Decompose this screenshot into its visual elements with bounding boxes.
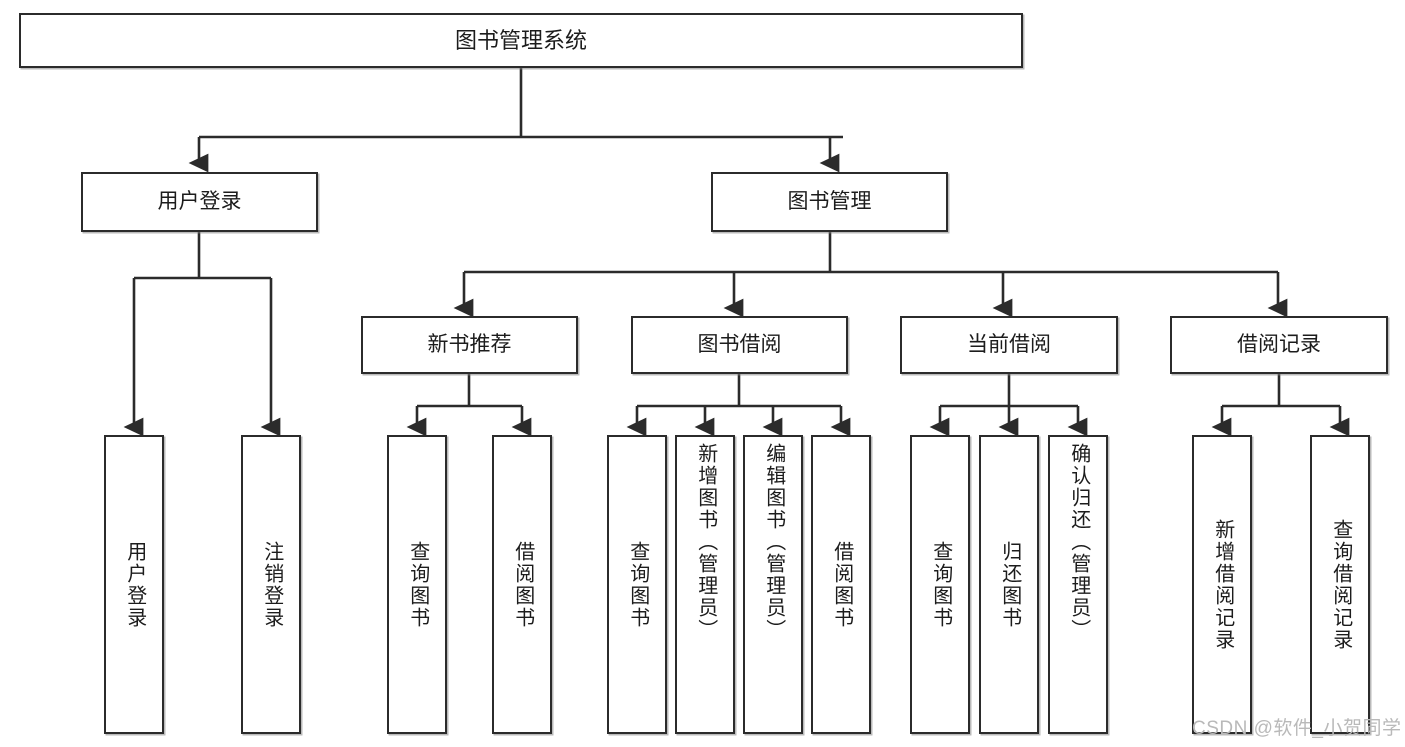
node-current-borrow-label: 当前借阅	[967, 332, 1051, 356]
node-leaf-rec-query[interactable]: 查询图书	[387, 435, 447, 734]
node-book-manage-label: 图书管理	[787, 189, 872, 213]
node-root[interactable]: 图书管理系统	[19, 13, 1023, 68]
node-leaf-cur-return[interactable]: 归还图书	[979, 435, 1039, 734]
node-book-borrow-label: 图书借阅	[697, 332, 782, 356]
node-leaf-user-logout[interactable]: 注销登录	[241, 435, 301, 734]
node-book-borrow[interactable]: 图书借阅	[631, 316, 848, 374]
node-leaf-borrow-do[interactable]: 借阅图书	[811, 435, 871, 734]
node-leaf-rec-borrow[interactable]: 借阅图书	[492, 435, 552, 734]
node-leaf-rec-add-label: 新增借阅记录	[1211, 518, 1234, 651]
node-borrow-record-label: 借阅记录	[1237, 332, 1321, 356]
node-leaf-cur-confirm[interactable]: 确认归还（管理员）	[1048, 435, 1108, 734]
node-book-manage[interactable]: 图书管理	[711, 172, 948, 232]
node-borrow-record[interactable]: 借阅记录	[1170, 316, 1388, 374]
node-leaf-user-logout-label: 注销登录	[260, 540, 283, 629]
node-leaf-borrow-query[interactable]: 查询图书	[607, 435, 667, 734]
node-root-label: 图书管理系统	[454, 27, 587, 53]
node-leaf-borrow-add-label: 新增图书（管理员）	[694, 443, 717, 641]
node-user-login[interactable]: 用户登录	[81, 172, 318, 232]
node-leaf-borrow-edit[interactable]: 编辑图书（管理员）	[743, 435, 803, 734]
node-leaf-borrow-query-label: 查询图书	[626, 540, 649, 629]
node-leaf-rec-add[interactable]: 新增借阅记录	[1192, 435, 1252, 734]
node-leaf-user-login[interactable]: 用户登录	[104, 435, 164, 734]
node-leaf-cur-return-label: 归还图书	[998, 540, 1021, 629]
node-leaf-rec-search[interactable]: 查询借阅记录	[1310, 435, 1370, 734]
node-leaf-rec-borrow-label: 借阅图书	[511, 540, 534, 629]
node-leaf-borrow-add[interactable]: 新增图书（管理员）	[675, 435, 735, 734]
node-leaf-user-login-label: 用户登录	[123, 540, 146, 629]
node-user-login-label: 用户登录	[157, 189, 242, 213]
node-leaf-cur-query[interactable]: 查询图书	[910, 435, 970, 734]
node-leaf-rec-query-label: 查询图书	[406, 540, 429, 629]
node-new-book-rec-label: 新书推荐	[427, 332, 512, 356]
node-new-book-rec[interactable]: 新书推荐	[361, 316, 578, 374]
node-leaf-borrow-edit-label: 编辑图书（管理员）	[762, 443, 785, 641]
node-leaf-cur-query-label: 查询图书	[929, 540, 952, 629]
node-leaf-rec-search-label: 查询借阅记录	[1329, 518, 1352, 651]
node-current-borrow[interactable]: 当前借阅	[900, 316, 1118, 374]
node-leaf-borrow-do-label: 借阅图书	[830, 540, 853, 629]
node-leaf-cur-confirm-label: 确认归还（管理员）	[1067, 443, 1090, 641]
